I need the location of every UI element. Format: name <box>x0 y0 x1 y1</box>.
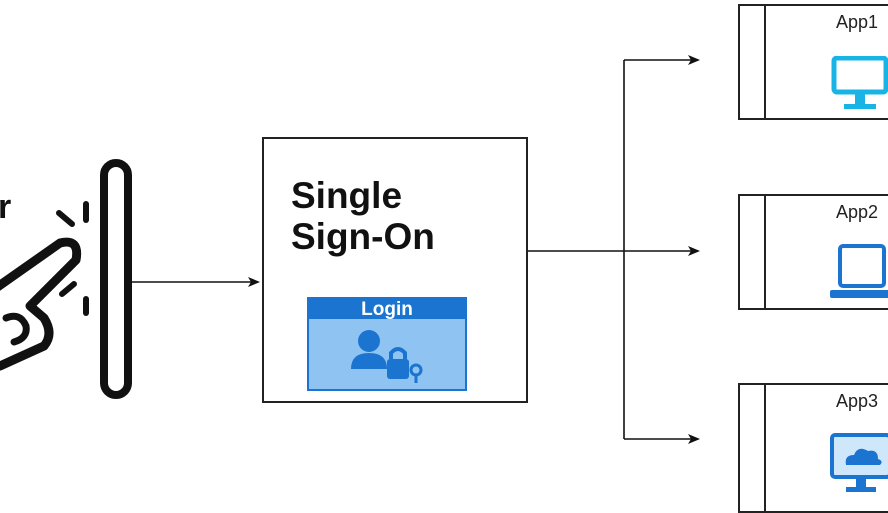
sso-box: Single Sign-On Login <box>262 137 528 403</box>
sso-title-line2: Sign-On <box>291 216 435 257</box>
laptop-icon <box>830 244 888 298</box>
login-label: Login <box>309 299 465 320</box>
sso-diagram: r Single Sign-On Login <box>0 4 888 513</box>
app1-label: App1 <box>836 12 879 32</box>
screen-edge-icon <box>100 159 132 399</box>
sso-title-line1: Single <box>291 175 403 216</box>
app1-box: App1 <box>738 4 888 120</box>
app2-label: App2 <box>836 202 879 222</box>
app3-box: App3 <box>738 383 888 513</box>
app3-label: App3 <box>836 391 879 411</box>
app2-box: App2 <box>738 194 888 310</box>
user-lock-icon <box>351 330 423 383</box>
sso-title: Single Sign-On <box>291 175 435 257</box>
desktop-monitor-icon <box>831 56 888 109</box>
cloud-monitor-icon <box>830 433 888 492</box>
login-panel: Login <box>307 297 467 391</box>
user-label: r <box>0 188 12 226</box>
hand-touch-icon <box>0 159 132 399</box>
connector-lines <box>132 55 700 444</box>
